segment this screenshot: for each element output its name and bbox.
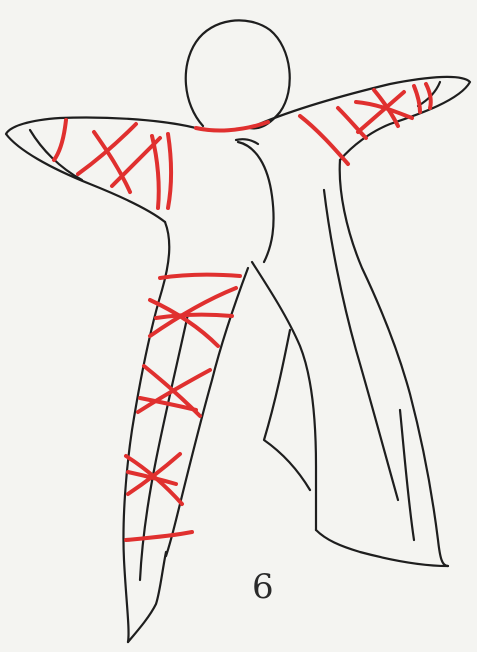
thread-leg-2 bbox=[150, 300, 218, 346]
thread-leg-1 bbox=[160, 275, 240, 278]
doll-robe-hem bbox=[316, 530, 448, 566]
doll-robe-inner-left bbox=[252, 262, 316, 530]
doll-left-leg-tip bbox=[128, 552, 166, 642]
step-number: 6 bbox=[252, 570, 292, 604]
thread-left-arm-3 bbox=[94, 132, 130, 192]
thread-leg-3 bbox=[150, 288, 236, 336]
thread-leg-4 bbox=[156, 315, 232, 318]
thread-right-arm-7 bbox=[426, 84, 431, 108]
thread-leg-11 bbox=[126, 532, 192, 540]
thread-right-arm-1 bbox=[300, 116, 348, 164]
thread-left-arm-6 bbox=[168, 134, 171, 208]
doll-robe-fold-2 bbox=[400, 410, 414, 540]
thread-left-arm-1 bbox=[54, 120, 66, 160]
thread-neck bbox=[196, 122, 268, 130]
doll-left-leg-crease bbox=[140, 314, 188, 580]
doll-robe-fold bbox=[324, 190, 398, 500]
thread-right-arm-6 bbox=[414, 86, 420, 112]
thread-left-arm-5 bbox=[152, 136, 159, 208]
doll-left-leg-inner bbox=[166, 268, 248, 556]
thread-right-arm-2 bbox=[338, 108, 366, 138]
doll-chest-crease bbox=[238, 142, 274, 262]
doll-left-arm bbox=[6, 118, 203, 223]
doll-head bbox=[186, 20, 290, 128]
doll-robe-outer bbox=[340, 160, 448, 566]
